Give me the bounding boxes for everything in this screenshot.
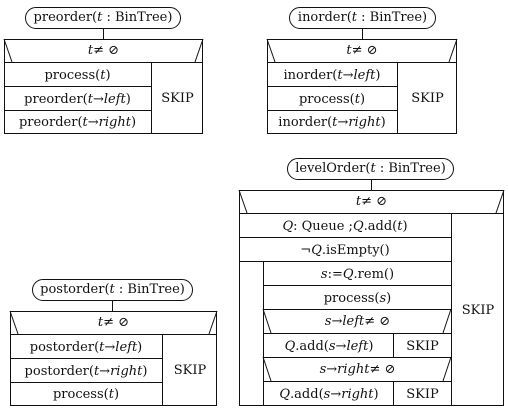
postorder-condition: t ≠ ⊘ [97,315,130,330]
levelorder-structogram: t ≠ ⊘ Q : Queue ; Q.add(t) ¬Q.isEmpty() … [238,189,505,406]
postorder-row-right: postorder(t → right) [24,363,148,379]
postorder-skip: SKIP [173,363,207,378]
inorder-row-process: process(t) [298,91,366,107]
preorder-row-process: process(t) [44,67,111,83]
postorder-row-left: postorder(t → left) [29,339,143,355]
postorder-title: postorder(t : BinTree) [32,279,193,301]
levelorder-condition: t ≠ ⊘ [355,194,388,209]
preorder-row-left: preorder(t → left) [24,91,131,107]
levelorder-title: levelOrder(t : BinTree) [287,158,454,180]
inorder-skip: SKIP [411,91,444,106]
levelorder-loop-condition: ¬Q.isEmpty() [300,242,390,258]
levelorder-add-right: Q.add(s → right) [279,386,379,402]
levelorder-left-skip: SKIP [406,338,439,354]
levelorder-connector [371,180,372,190]
preorder-condition: t ≠ ⊘ [87,43,120,58]
preorder-title: preorder(t : BinTree) [25,7,181,29]
inorder-lines [266,38,458,134]
preorder-row-right: preorder(t → right) [18,115,137,130]
levelorder-skip: SKIP [461,302,495,318]
inorder-row-right: inorder(t → right) [278,115,386,130]
levelorder-right-skip: SKIP [406,386,439,402]
levelorder-dequeue: s := Q.rem() [320,266,395,282]
preorder-structogram: t ≠ ⊘ process(t) preorder(t → left) preo… [3,38,204,134]
postorder-connector [112,301,113,311]
inorder-title: inorder(t : BinTree) [289,7,436,29]
postorder-row-process: process(t) [52,387,120,402]
inorder-structogram: t ≠ ⊘ inorder(t → left) process(t) inord… [266,38,458,134]
levelorder-right-condition: s → right ≠ ⊘ [319,362,396,377]
inorder-row-left: inorder(t → left) [283,67,381,83]
levelorder-add-left: Q.add(s → left) [284,338,374,354]
preorder-connector [103,29,104,39]
inorder-connector [362,29,363,39]
preorder-skip: SKIP [161,91,194,106]
preorder-lines [3,38,204,134]
levelorder-init: Q : Queue ; Q.add(t) [282,218,408,234]
postorder-structogram: t ≠ ⊘ postorder(t → left) postorder(t → … [9,310,218,406]
levelorder-process: process(s) [323,290,392,306]
inorder-condition: t ≠ ⊘ [346,43,378,58]
levelorder-lines [238,189,505,406]
levelorder-left-condition: s → left ≠ ⊘ [324,314,391,329]
postorder-lines [9,310,218,406]
